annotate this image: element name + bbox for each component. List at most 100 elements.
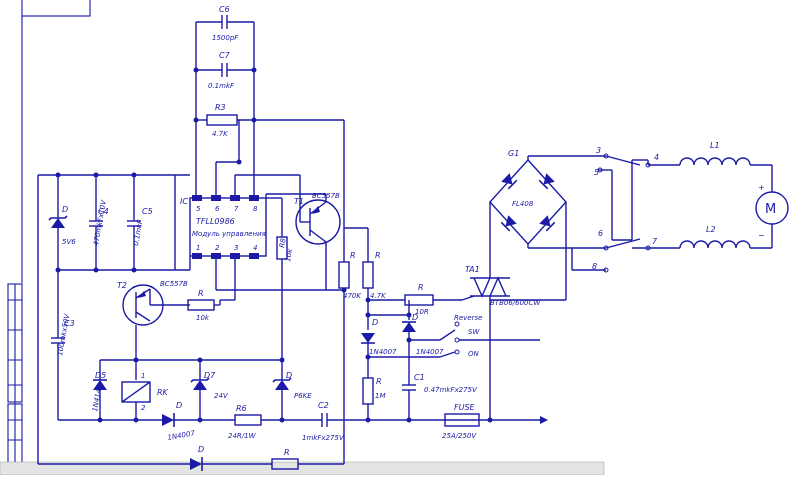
c2-capacitor: C2 1mkFx275V [302, 401, 445, 442]
c7-capacitor: C7 0.1mkF [196, 51, 254, 90]
d-p6ke-value: P6KE [294, 392, 312, 400]
motor: M + − [755, 183, 789, 240]
r-470k-value: 470K [343, 292, 362, 300]
d-1n4007a-label: D [176, 401, 182, 410]
ic-control-module: IC 5 6 7 8 TFLL0986 Модуль управления 1 … [180, 195, 267, 259]
t2-value: BC557B [160, 280, 188, 288]
ic-name: TFLL0986 [196, 217, 235, 226]
t1-transistor: T1 BC557B [294, 175, 341, 290]
r-1m-label: R [376, 377, 382, 386]
t1-label: T1 [294, 197, 304, 206]
r-t2-label: R [198, 289, 204, 298]
ic-pin6: 6 [215, 205, 220, 213]
c1-value: 0.47mkFx275V [424, 386, 478, 394]
r3-value: 4.7K [212, 130, 229, 138]
node-4: 4 [654, 153, 659, 162]
d7-label: D7 [204, 371, 216, 380]
r-470k-label: R [350, 251, 356, 260]
ta1-label: TA1 [465, 265, 480, 274]
rk-label: RK [157, 388, 169, 397]
c4-value: 470mkFx10V [92, 198, 108, 246]
node-8: 8 [592, 262, 597, 271]
node-3: 3 [596, 146, 601, 155]
r6-label: R6 [236, 404, 247, 413]
feedback-wires [193, 22, 345, 262]
drawing-frame [0, 0, 605, 476]
r-gate-value: 10R [415, 308, 429, 316]
c6-capacitor: C6 1500pF [196, 5, 254, 42]
c1-label: C1 [414, 373, 425, 382]
node-6: 6 [598, 229, 603, 238]
d-1n4007b-label: D [372, 318, 378, 327]
ic-pin7: 7 [234, 205, 239, 213]
on-label: ON [468, 350, 480, 358]
r8-value: 10k [284, 247, 294, 262]
r-t2-value: 10k [196, 314, 210, 322]
r6-resistor: R6 24R/1W [228, 404, 322, 440]
zener-value: 5V6 [62, 238, 76, 246]
ic-label: IC [180, 197, 188, 206]
ta1-value: BTB06/600CW [490, 299, 541, 307]
ic-pin8: 8 [253, 205, 258, 213]
r-gate-resistor: R 10R [404, 283, 462, 316]
d-bottom-label: D [198, 445, 204, 454]
ta1-triac: TA1 BTB06/600CW [461, 240, 541, 420]
ic-description: Модуль управления [192, 230, 266, 238]
r-bottom-label: R [284, 448, 290, 457]
r8-resistor: R8 10k [265, 193, 327, 270]
d-1n4007c-value: 1N4007 [416, 348, 444, 356]
node-5: 5 [594, 168, 599, 177]
l1-inductor: L1 [679, 141, 773, 192]
fuse-label: FUSE [454, 403, 476, 412]
c3-label: C3 [64, 319, 75, 328]
l2-label: L2 [706, 225, 716, 234]
node-7: 7 [652, 237, 658, 246]
d5-diode: D5 1N4148 [91, 360, 108, 420]
fuse-value: 25A/250V [442, 432, 477, 440]
d-p6ke-tvs: D P6KE [136, 270, 312, 423]
d-1n4007b-value: 1N4007 [369, 348, 397, 356]
ic-pin4: 4 [253, 244, 257, 252]
c7-value: 0.1mkF [208, 82, 235, 90]
d7-zener: D7 24V [190, 360, 229, 423]
zener-label: D [62, 205, 68, 214]
reversing-contacts: 3 4 5 6 7 8 [571, 146, 680, 273]
rk-pin1: 1 [141, 372, 145, 380]
ic-pin2: 2 [215, 244, 220, 252]
c5-label: C5 [142, 207, 153, 216]
r3-label: R3 [215, 103, 226, 112]
d5-value: 1N4148 [91, 383, 104, 412]
r6-value: 24R/1W [228, 432, 257, 440]
t2-label: T2 [117, 281, 127, 290]
c4-label: C4 [98, 207, 109, 216]
r-4k7-label: R [375, 251, 381, 260]
c3-capacitor: C3 100mkx50V [51, 270, 75, 420]
r-gate-label: R [418, 283, 424, 292]
c5-value: 0.1mkF [132, 218, 145, 246]
c6-label: C6 [219, 5, 230, 14]
c5-capacitor: C5 0.1mkF [127, 175, 153, 270]
t2-transistor: T2 BC557B [117, 280, 190, 360]
ic-pin5: 5 [196, 205, 201, 213]
g1-diode-bridge: G1 FL408 [489, 149, 572, 301]
d-1n4007c-label: D [412, 313, 418, 322]
rk-relay-coil: 1 2 RK [100, 357, 169, 420]
c4-capacitor: C4 470mkFx10V [89, 175, 109, 270]
g1-label: G1 [508, 149, 519, 158]
c1-capacitor: C1 0.47mkFx275V [402, 373, 478, 423]
c2-label: C2 [318, 401, 329, 410]
r-1m-resistor: R 1M [362, 377, 386, 423]
d-1n4007a-value: 1N4007 [167, 429, 196, 442]
bridge-label: FL408 [512, 200, 534, 208]
r-4k7-resistor: R 4.7K [344, 227, 405, 301]
sw-label: SW [468, 328, 480, 336]
bottom-d-r: D R [38, 290, 345, 471]
rk-pin2: 2 [141, 404, 146, 412]
c7-label: C7 [219, 51, 231, 60]
reverse-label: Reverse [454, 314, 482, 322]
l2-inductor: L2 [679, 224, 773, 249]
r3-resistor: R3 4.7K [196, 103, 344, 138]
r-1m-value: 1M [375, 392, 386, 400]
